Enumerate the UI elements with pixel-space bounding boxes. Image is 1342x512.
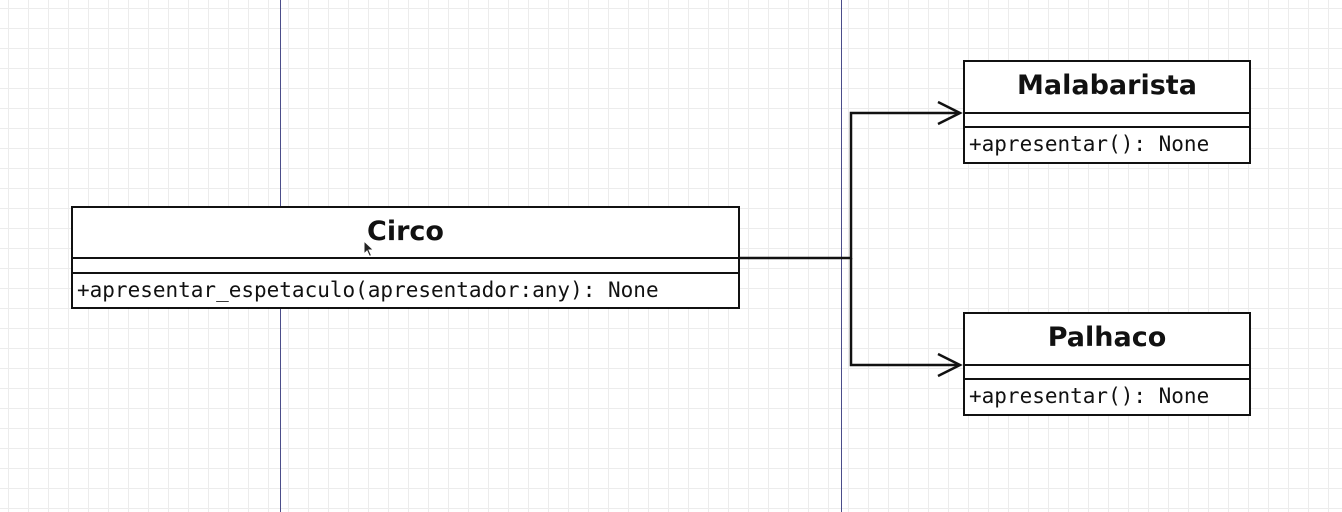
vertical-guide-line bbox=[841, 0, 842, 512]
class-box-malabarista[interactable]: Malabarista +apresentar(): None bbox=[963, 60, 1251, 164]
class-box-circo[interactable]: Circo +apresentar_espetaculo(apresentado… bbox=[71, 206, 740, 309]
association-line-circo-malabarista[interactable] bbox=[740, 111, 958, 260]
class-name-palhaco: Palhaco bbox=[1047, 322, 1167, 353]
method-apresentar-espetaculo[interactable]: +apresentar_espetaculo(apresentador:any)… bbox=[77, 278, 659, 302]
attributes-divider bbox=[73, 257, 738, 259]
method-apresentar[interactable]: +apresentar(): None bbox=[969, 132, 1210, 156]
method-apresentar[interactable]: +apresentar(): None bbox=[969, 384, 1210, 408]
attributes-divider bbox=[965, 364, 1249, 366]
methods-divider bbox=[965, 126, 1249, 128]
methods-divider bbox=[73, 272, 738, 274]
mouse-pointer-icon bbox=[363, 240, 375, 258]
methods-divider bbox=[965, 378, 1249, 380]
attributes-divider bbox=[965, 112, 1249, 114]
class-box-palhaco[interactable]: Palhaco +apresentar(): None bbox=[963, 312, 1251, 416]
arrowhead-palhaco bbox=[937, 352, 963, 378]
arrowhead-malabarista bbox=[937, 100, 963, 126]
association-line-circo-palhaco[interactable] bbox=[849, 258, 958, 367]
class-name-malabarista: Malabarista bbox=[1017, 70, 1197, 101]
class-name-circo: Circo bbox=[367, 216, 444, 247]
